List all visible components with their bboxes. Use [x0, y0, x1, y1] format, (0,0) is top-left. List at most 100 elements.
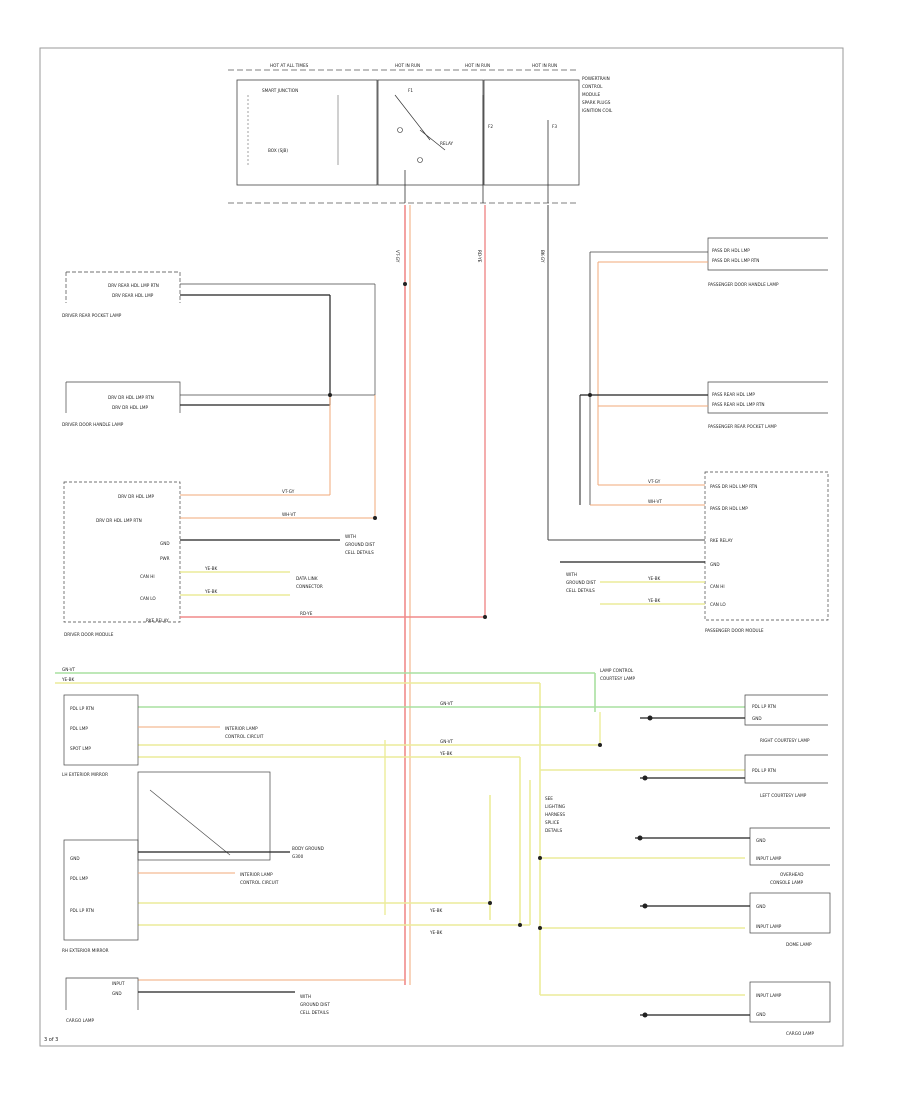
courtesy-note-2: COURTESY LAMP [600, 676, 636, 681]
pdm-pin-6: CAN LO [710, 602, 726, 607]
pass-rear-pin-1: PASS REAR HDL LMP [712, 392, 755, 397]
hot-label-2: HOT IN RUN [395, 63, 420, 68]
ddm-pin-2: DRV DR HDL LMP RTN [96, 518, 142, 523]
bus-code-6: YE-BK [429, 908, 442, 913]
trunk-code-1: VT-GY [395, 250, 400, 263]
splice-note-5: DETAILS [545, 828, 563, 833]
cll-pin-2: GND [112, 991, 122, 996]
pcm-label-4: SPARK PLUGS [582, 100, 611, 105]
bus-code-4: GN-VT [440, 739, 454, 744]
ddm-pin-6: CAN LO [140, 596, 156, 601]
pdm-pin-4: GND [710, 562, 720, 567]
trunk-wires: VT-GY RD-YE BK-GY [395, 205, 705, 985]
pdm-pin-3: RKE RELAY [710, 538, 733, 543]
ddm-code-2: WH-VT [282, 512, 296, 517]
courtesy-note-1: LAMP CONTROL [600, 668, 634, 673]
right-courtesy-lamp: PDL LP RTN GND RIGHT COURTESY LAMP [640, 694, 828, 743]
ddm-pin-3: GND [160, 541, 170, 546]
ddm-note-4: DATA LINK [296, 576, 318, 581]
lhm-name: LH EXTERIOR MIRROR [62, 772, 108, 777]
ddm-code-1: VT-GY [282, 489, 295, 494]
passenger-door-handle-lamp: PASS DR HDL LMP PASS DR HDL LMP RTN PASS… [589, 237, 828, 505]
fuse-label-2: F2 [488, 124, 493, 129]
bus-code-2: YE-BK [61, 677, 74, 682]
smart-junction-box [236, 79, 378, 186]
pass-rear-pin-2: PASS REAR HDL LMP RTN [712, 402, 765, 407]
rhm-pin-2: PDL LMP [70, 876, 88, 881]
driver-rear-pocket-lamp: DRV REAR HDL LMP RTN DRV REAR HDL LMP DR… [62, 271, 375, 405]
bus-code-1: GN-VT [62, 667, 76, 672]
cll-note-3: CELL DETAILS [300, 1010, 329, 1015]
driver-door-handle-lamp: DRV DR HDL LMP RTN DRV DR HDL LMP DRIVER… [62, 284, 376, 495]
ocl-pin-1: GND [756, 838, 766, 843]
passenger-door-module: PASS DR HDL LMP RTN PASS DR HDL LMP RKE … [560, 471, 829, 633]
hot-label-3: HOT IN RUN [465, 63, 490, 68]
rcl-pin-2: GND [752, 716, 762, 721]
lhm-note-2: CONTROL CIRCUIT [225, 734, 264, 739]
pcm-label-2: CONTROL [582, 84, 603, 89]
splice-note-2: LIGHTING [545, 804, 565, 809]
relay-label: RELAY [440, 141, 454, 146]
clr-pin-1: INPUT LAMP [756, 993, 782, 998]
relay-box [377, 79, 484, 186]
dl-pin-2: INPUT LAMP [756, 924, 782, 929]
rhm-note-1: INTERIOR LAMP [240, 872, 273, 877]
ddm-pin-5: CAN HI [140, 574, 155, 579]
pdm-code-4: YE-BK [647, 598, 660, 603]
dome-lamp: GND INPUT LAMP DOME LAMP [640, 892, 831, 947]
drv-rear-pin-1: DRV REAR HDL LMP RTN [108, 283, 159, 288]
fuse-label-1: F1 [408, 88, 413, 93]
pass-handle-pin-1: PASS DR HDL LMP [712, 248, 750, 253]
ocl-name-1: OVERHEAD [780, 872, 804, 877]
ddm-pin-7: RKE RELAY [146, 618, 169, 623]
pcm-label-1: POWERTRAIN [582, 76, 610, 81]
ddm-note-3: CELL DETAILS [345, 550, 374, 555]
ddm-code-3: YE-BK [204, 566, 217, 571]
ddm-note-2: GROUND DIST [345, 542, 375, 547]
sjb-label-1: SMART JUNCTION [262, 88, 298, 93]
clr-name: CARGO LAMP [786, 1031, 814, 1036]
pdm-pin-5: CAN HI [710, 584, 725, 589]
cll-note-2: GROUND DIST [300, 1002, 330, 1007]
ocl-pin-2: INPUT LAMP [756, 856, 782, 861]
drv-handle-pin-2: DRV DR HDL LMP [112, 405, 149, 410]
bus-code-3: GN-VT [440, 701, 454, 706]
pdm-pin-2: PASS DR HDL LMP [710, 506, 748, 511]
dl-name: DOME LAMP [786, 942, 812, 947]
lhm-pin-1: PDL LP RTN [70, 706, 94, 711]
pdm-code-2: WH-VT [648, 499, 662, 504]
rhm-note-3: BODY GROUND [292, 846, 324, 851]
splice-note: SEE LIGHTING HARNESS SPLICE DETAILS LAMP… [545, 668, 636, 833]
hot-label-1: HOT AT ALL TIMES [270, 63, 309, 68]
splice-note-3: HARNESS [545, 812, 565, 817]
rh-exterior-mirror: GND PDL LMP PDL LP RTN RH EXTERIOR MIRRO… [62, 839, 324, 953]
clr-pin-2: GND [756, 1012, 766, 1017]
pass-handle-pin-2: PASS DR HDL LMP RTN [712, 258, 759, 263]
cll-name: CARGO LAMP [66, 1018, 94, 1023]
lhm-pin-3: SPOT LMP [70, 746, 91, 751]
pcm-box [483, 79, 580, 186]
drv-handle-pin-1: DRV DR HDL LMP RTN [108, 395, 154, 400]
page-number: 3 of 3 [44, 1037, 58, 1043]
ddm-note-1: WITH [345, 534, 356, 539]
bus-code-7: YE-BK [429, 930, 442, 935]
passenger-rear-pocket-lamp: PASS REAR HDL LMP PASS REAR HDL LMP RTN … [579, 381, 828, 505]
pass-handle-name: PASSENGER DOOR HANDLE LAMP [708, 282, 779, 287]
cargo-lamp-left: INPUT GND CARGO LAMP WITH GROUND DIST CE… [65, 977, 330, 1023]
pdm-note-3: CELL DETAILS [566, 588, 595, 593]
cargo-lamp-right: INPUT LAMP GND CARGO LAMP [640, 981, 831, 1036]
lh-exterior-mirror: PDL LP RTN PDL LMP SPOT LMP LH EXTERIOR … [62, 694, 271, 861]
ddm-pin-4: PWR [160, 556, 170, 561]
lhm-note-1: INTERIOR LAMP [225, 726, 258, 731]
pcm-label-3: MODULE [582, 92, 601, 97]
sjb-label-2: BOX (SJB) [268, 148, 288, 153]
rhm-note-4: G300 [292, 854, 304, 859]
ddm-code-5: RD-YE [300, 611, 313, 616]
pass-rear-name: PASSENGER REAR POCKET LAMP [708, 424, 777, 429]
overhead-console-lamp: GND INPUT LAMP OVERHEAD CONSOLE LAMP [635, 827, 830, 885]
rhm-pin-3: PDL LP RTN [70, 908, 94, 913]
ddm-name: DRIVER DOOR MODULE [64, 632, 114, 637]
rhm-name: RH EXTERIOR MIRROR [62, 948, 109, 953]
pdm-code-3: YE-BK [647, 576, 660, 581]
